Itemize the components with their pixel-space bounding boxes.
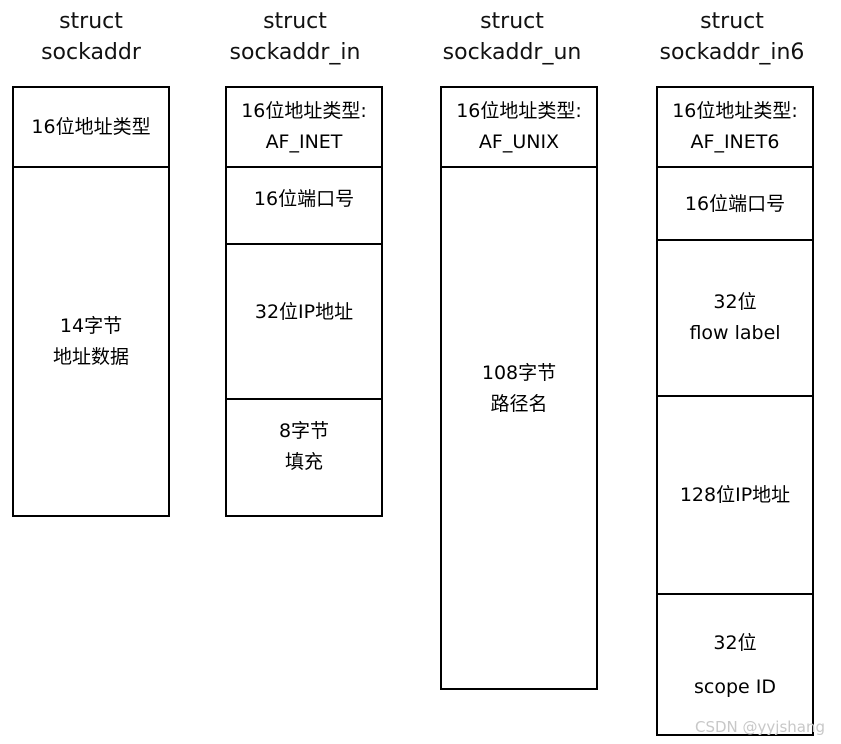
title-line-1: struct (700, 9, 764, 34)
field-address-family: 16位地址类型: AF_UNIX (456, 100, 582, 153)
field-divider (227, 243, 381, 245)
field-path-name: 108字节 路径名 (481, 362, 557, 415)
struct-sockaddr-un-title: struct sockaddr_un (422, 6, 602, 68)
field-divider (658, 593, 812, 595)
field-address-data: 14字节 地址数据 (52, 314, 129, 368)
title-line-1: struct (263, 9, 327, 34)
watermark: CSDN @yyjshang (695, 718, 825, 736)
field-divider (227, 398, 381, 400)
field-divider (227, 166, 381, 168)
struct-sockaddr-title: struct sockaddr (1, 6, 181, 68)
field-port: 16位端口号 (253, 188, 355, 210)
field-ip-address: 32位IP地址 (254, 301, 354, 323)
field-address-family: 16位地址类型 (31, 115, 151, 138)
field-padding: 8字节 填充 (278, 420, 330, 473)
field-address-family: 16位地址类型: AF_INET (241, 100, 367, 153)
field-divider (658, 166, 812, 168)
field-ip-address: 128位IP地址 (679, 483, 791, 506)
struct-sockaddr-in6-box: 16位地址类型: AF_INET6 16位端口号 32位 flow label … (656, 86, 814, 736)
field-address-family: 16位地址类型: AF_INET6 (672, 100, 798, 153)
field-divider (658, 239, 812, 241)
title-line-2: sockaddr_un (442, 40, 582, 65)
struct-sockaddr-in-box: 16位地址类型: AF_INET 16位端口号 32位IP地址 8字节 填充 (225, 86, 383, 517)
field-flow-label: 32位 flow label (689, 291, 781, 344)
field-divider (442, 166, 596, 168)
title-line-1: struct (480, 9, 544, 34)
struct-sockaddr-in6-title: struct sockaddr_in6 (642, 6, 822, 68)
field-divider (14, 166, 168, 168)
field-divider (658, 395, 812, 397)
title-line-2: sockaddr_in6 (659, 40, 805, 65)
struct-sockaddr-in-title: struct sockaddr_in (205, 6, 385, 68)
field-scope-id: 32位 scope ID (694, 631, 776, 698)
title-line-2: sockaddr_in (229, 40, 361, 65)
struct-sockaddr-un-box: 16位地址类型: AF_UNIX 108字节 路径名 (440, 86, 598, 690)
struct-sockaddr-box: 16位地址类型 14字节 地址数据 (12, 86, 170, 517)
title-line-1: struct (59, 9, 123, 34)
field-port: 16位端口号 (684, 192, 786, 215)
title-line-2: sockaddr (41, 40, 141, 65)
